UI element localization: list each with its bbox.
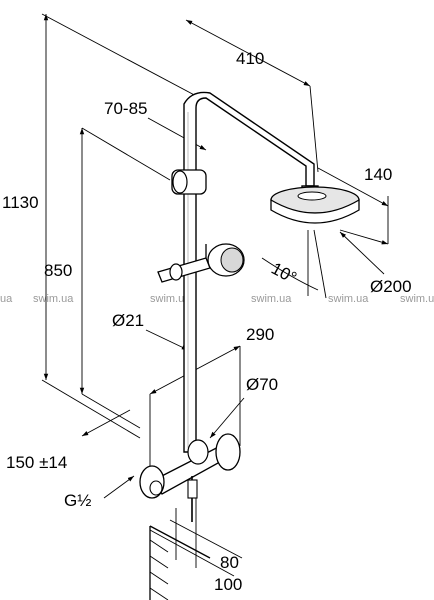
leader-21 bbox=[145, 329, 189, 351]
dim-line-410 bbox=[185, 19, 311, 87]
label-850: 850 bbox=[44, 261, 72, 280]
ext-line-850-bottom bbox=[81, 393, 141, 429]
thermostat-mixer bbox=[139, 433, 241, 522]
shower-head-rim bbox=[270, 198, 360, 224]
shower-rail bbox=[183, 91, 315, 453]
label-diameter-200: Ø200 bbox=[370, 277, 412, 296]
label-70-85: 70-85 bbox=[104, 99, 147, 118]
watermark-row: ua swim.ua swim.ua swim.ua swim.ua swim.… bbox=[0, 293, 434, 305]
hatch-4 bbox=[149, 587, 169, 600]
rain-shower-head bbox=[270, 185, 360, 224]
wall-line-top bbox=[149, 525, 211, 559]
dim-line-80 bbox=[169, 519, 243, 559]
watermark-5: swim.ua bbox=[400, 293, 434, 305]
label-thread-size: G½ bbox=[64, 491, 91, 510]
hand-shower-holder-ring bbox=[169, 263, 183, 281]
watermark-fragment: ua bbox=[0, 293, 13, 305]
ext-line-1130-bottom bbox=[41, 379, 141, 439]
angle-line-tilted bbox=[313, 229, 327, 299]
hatch-3 bbox=[149, 571, 169, 585]
ext-line-410-end bbox=[309, 85, 319, 173]
label-diameter-21: Ø21 bbox=[112, 311, 144, 330]
dim-line-150 bbox=[81, 409, 131, 437]
ext-line-140-bottom bbox=[339, 229, 389, 245]
mixer-right-knob bbox=[215, 433, 241, 471]
hatch-2 bbox=[149, 555, 169, 569]
rail-pipe bbox=[183, 91, 315, 453]
leader-70 bbox=[209, 397, 245, 439]
label-1130: 1130 bbox=[2, 193, 39, 212]
wall-connector-left bbox=[149, 480, 163, 496]
dimension-labels: 410 70-85 1130 140 850 10° Ø200 Ø21 290 … bbox=[2, 49, 412, 594]
hand-shower bbox=[157, 243, 245, 283]
label-410: 410 bbox=[236, 49, 264, 68]
ext-line-140-top bbox=[317, 167, 389, 207]
mixer-rail-coupling bbox=[187, 439, 209, 465]
label-100: 100 bbox=[214, 575, 242, 594]
watermark-3: swim.ua bbox=[251, 293, 292, 305]
slider-knob bbox=[172, 170, 188, 194]
ext-line-1130-top bbox=[41, 13, 201, 99]
watermark-1: swim.ua bbox=[33, 293, 74, 305]
hand-shower-face bbox=[220, 247, 244, 273]
label-80: 80 bbox=[220, 553, 239, 572]
watermark-2: swim.ua bbox=[150, 293, 191, 305]
dim-line-70-85 bbox=[147, 117, 207, 151]
shower-head-hub bbox=[297, 191, 327, 201]
leader-200 bbox=[339, 231, 385, 275]
dimension-lines bbox=[41, 13, 389, 577]
slider-holder bbox=[171, 169, 207, 195]
hatch-1 bbox=[149, 539, 169, 553]
label-150-tolerance: 150 ±14 bbox=[6, 453, 67, 472]
wall-hatching bbox=[149, 525, 211, 600]
label-10-degrees: 10° bbox=[268, 259, 300, 288]
leader-thread bbox=[103, 475, 135, 499]
watermark-4: swim.ua bbox=[328, 293, 369, 305]
ext-line-850-top bbox=[81, 127, 171, 181]
angle-arc bbox=[261, 257, 319, 291]
outlet-connector bbox=[187, 479, 198, 499]
dim-line-100 bbox=[149, 529, 235, 577]
label-290: 290 bbox=[246, 325, 274, 344]
label-140: 140 bbox=[364, 165, 392, 184]
label-diameter-70: Ø70 bbox=[246, 375, 278, 394]
